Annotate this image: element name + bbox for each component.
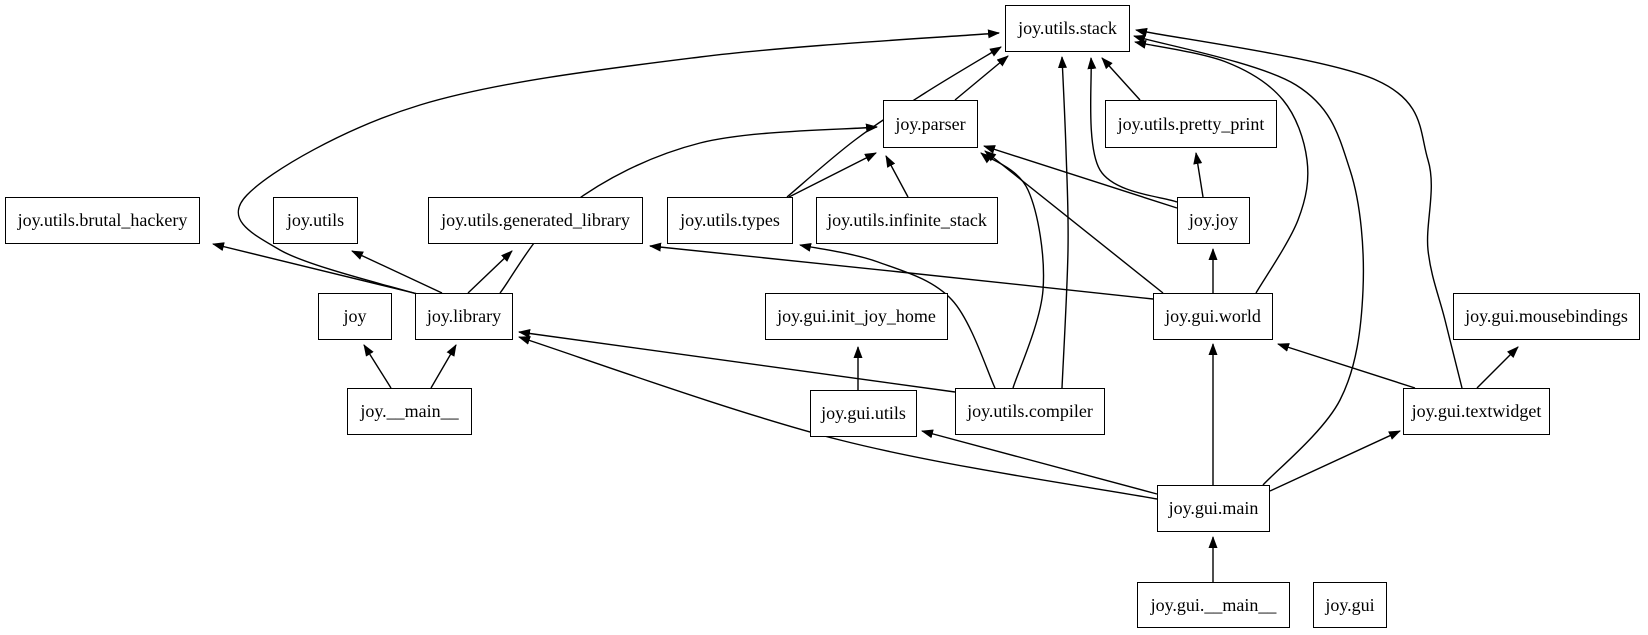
node-world: joy.gui.world (1153, 293, 1273, 340)
edge-compiler-to-stack (1057, 56, 1069, 389)
node-compiler: joy.utils.compiler (955, 388, 1105, 435)
node-generated_library: joy.utils.generated_library (428, 197, 643, 244)
edge-main-to-joy (363, 344, 392, 389)
edge-compiler-to-library (518, 329, 956, 393)
node-library: joy.library (415, 293, 513, 340)
edge-gui_main-to-gui_utils (921, 429, 1158, 495)
edge-library-to-brutal_hackery (212, 242, 419, 295)
edge-world-to-generated_library (649, 242, 1154, 300)
edge-world-to-parser (984, 150, 1164, 294)
node-brutal_hackery: joy.utils.brutal_hackery (5, 197, 200, 244)
node-joy_joy: joy.joy (1177, 197, 1250, 244)
edge-infinite_stack-to-parser (885, 155, 909, 198)
node-main: joy.__main__ (347, 388, 472, 435)
edge-library-to-parser (499, 123, 878, 294)
edge-gui_main-to-stack (1133, 34, 1365, 486)
node-stack: joy.utils.stack (1005, 5, 1130, 52)
node-parser: joy.parser (883, 100, 978, 148)
node-textwidget: joy.gui.textwidget (1403, 388, 1550, 435)
node-gui_main: joy.gui.main (1157, 485, 1270, 532)
node-init_joy_home: joy.gui.init_joy_home (765, 293, 948, 340)
edge-library-to-stack (237, 29, 1000, 296)
node-mousebindings: joy.gui.mousebindings (1453, 293, 1640, 340)
edge-joy_joy-to-parser (983, 145, 1178, 209)
node-pretty_print: joy.utils.pretty_print (1105, 100, 1277, 148)
edge-textwidget-to-stack (1135, 27, 1463, 389)
node-gui_main_main: joy.gui.__main__ (1137, 582, 1290, 628)
edge-gui_main-to-textwidget (1269, 430, 1401, 492)
edge-world-to-stack (1134, 39, 1309, 294)
edge-compiler-to-types (799, 242, 996, 389)
node-utils: joy.utils (273, 197, 358, 244)
node-infinite_stack: joy.utils.infinite_stack (816, 197, 998, 244)
edge-textwidget-to-world (1277, 343, 1416, 389)
node-joy_gui: joy.gui (1313, 582, 1387, 628)
edge-joy_joy-to-stack (1087, 57, 1178, 203)
edge-joy_joy-to-pretty_print (1193, 152, 1204, 198)
edge-compiler-to-parser (980, 152, 1045, 389)
edge-parser-to-stack (954, 55, 1009, 101)
edge-textwidget-to-mousebindings (1476, 346, 1519, 389)
node-types: joy.utils.types (667, 197, 793, 244)
edge-pretty_print-to-stack (1101, 57, 1141, 101)
edge-gui_main-to-library (518, 336, 1158, 500)
edge-library-to-utils (351, 250, 443, 294)
node-gui_utils: joy.gui.utils (810, 390, 917, 437)
edge-main-to-library (430, 344, 457, 389)
node-joy: joy (318, 293, 392, 340)
edge-library-to-generated_library (467, 250, 513, 294)
edge-types-to-parser (788, 152, 877, 198)
